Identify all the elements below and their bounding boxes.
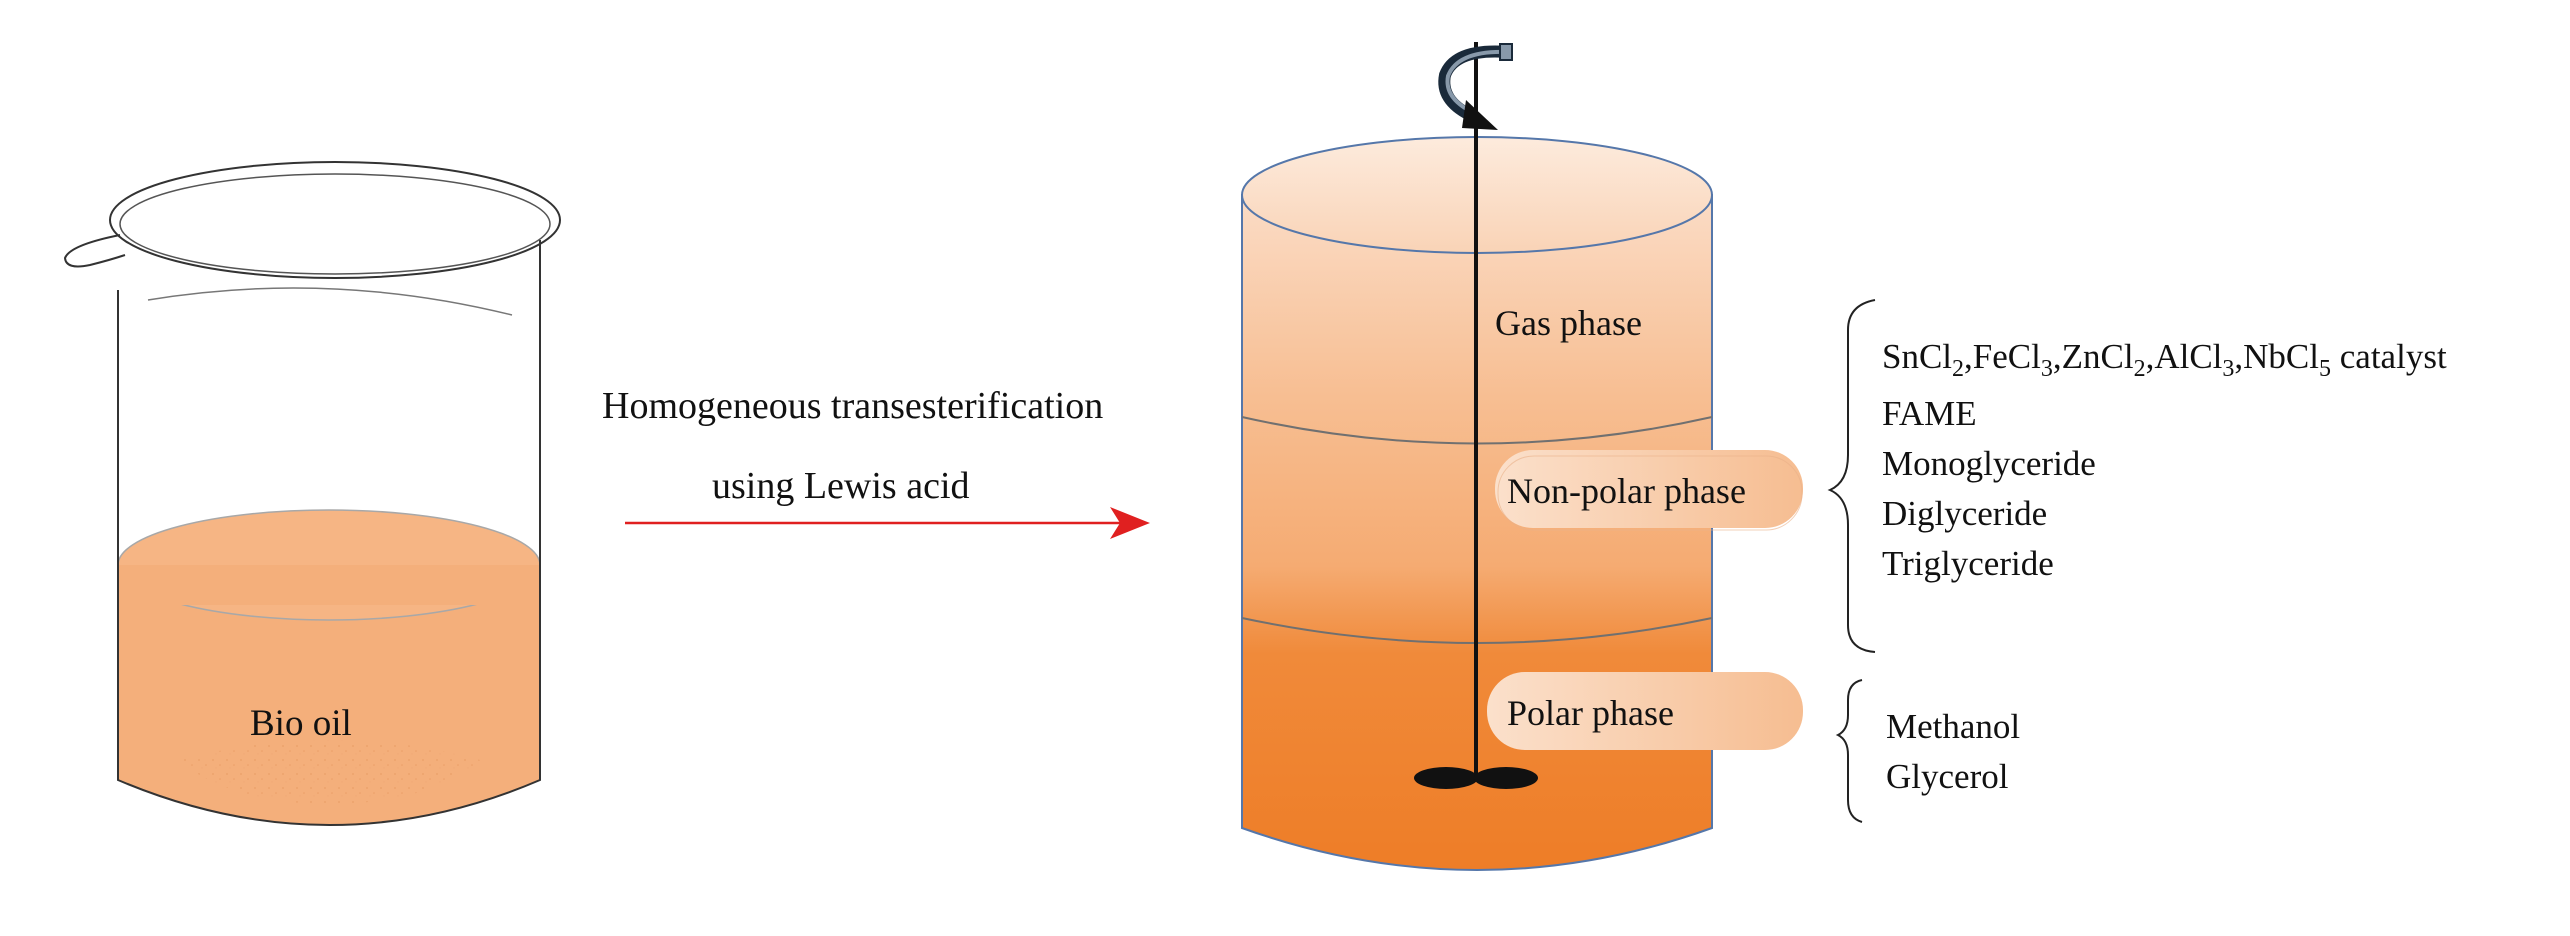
- catalyst-subscript: 2: [1952, 356, 1964, 382]
- impeller-icon: [1414, 767, 1538, 789]
- reactor: Gas phase Non-polar phase Polar phase: [1241, 42, 1803, 871]
- catalyst-separator: ,: [2234, 337, 2243, 376]
- catalyst-formula: AlCl: [2154, 337, 2222, 376]
- reaction-arrow-group: Homogeneous transesterification using Le…: [602, 385, 1150, 539]
- nonpolar-phase-label: Non-polar phase: [1507, 471, 1746, 511]
- catalyst-formula: FeCl: [1973, 337, 2041, 376]
- nonpolar-phase-pill: Non-polar phase: [1495, 450, 1803, 531]
- arrow-label-line2: using Lewis acid: [712, 465, 970, 507]
- nonpolar-contents: SnCl2,FeCl3,ZnCl2,AlCl3,NbCl5 catalyst F…: [1882, 337, 2447, 583]
- bio-oil-label: Bio oil: [250, 703, 352, 744]
- polar-phase-pill: Polar phase: [1487, 672, 1803, 750]
- polar-phase-label: Polar phase: [1507, 693, 1674, 733]
- diglyceride-item: Diglyceride: [1882, 494, 2047, 533]
- reaction-arrow-head: [1110, 507, 1150, 539]
- polar-contents: Methanol Glycerol: [1886, 707, 2020, 796]
- beaker-spout: [63, 234, 126, 268]
- catalyst-subscript: 2: [2134, 356, 2146, 382]
- glycerol-item: Glycerol: [1886, 757, 2009, 796]
- catalyst-subscript: 5: [2319, 356, 2331, 382]
- catalyst-subscript: 3: [2041, 356, 2053, 382]
- methanol-item: Methanol: [1886, 707, 2020, 746]
- beaker: Bio oil: [63, 161, 561, 826]
- triglyceride-item: Triglyceride: [1882, 544, 2054, 583]
- polar-brace: [1835, 679, 1863, 823]
- gas-phase-label: Gas phase: [1495, 303, 1642, 343]
- fame-item: FAME: [1882, 394, 1977, 433]
- nonpolar-brace: [1827, 299, 1876, 653]
- catalyst-subscript: 3: [2222, 356, 2234, 382]
- catalyst-separator: ,: [2053, 337, 2062, 376]
- catalyst-separator: ,: [2146, 337, 2155, 376]
- catalyst-formula: ZnCl: [2062, 337, 2134, 376]
- beaker-sediment: [180, 740, 480, 805]
- catalyst-suffix: catalyst: [2331, 337, 2447, 376]
- catalyst-list: SnCl2,FeCl3,ZnCl2,AlCl3,NbCl5 catalyst: [1882, 337, 2447, 382]
- arrow-label-line1: Homogeneous transesterification: [602, 385, 1103, 427]
- curved-rotation-arrow-icon: [1438, 43, 1513, 130]
- catalyst-formula: SnCl: [1882, 337, 1952, 376]
- beaker-glass-outline: [117, 240, 541, 826]
- monoglyceride-item: Monoglyceride: [1882, 444, 2096, 483]
- catalyst-formula: NbCl: [2243, 337, 2319, 376]
- catalyst-separator: ,: [1964, 337, 1973, 376]
